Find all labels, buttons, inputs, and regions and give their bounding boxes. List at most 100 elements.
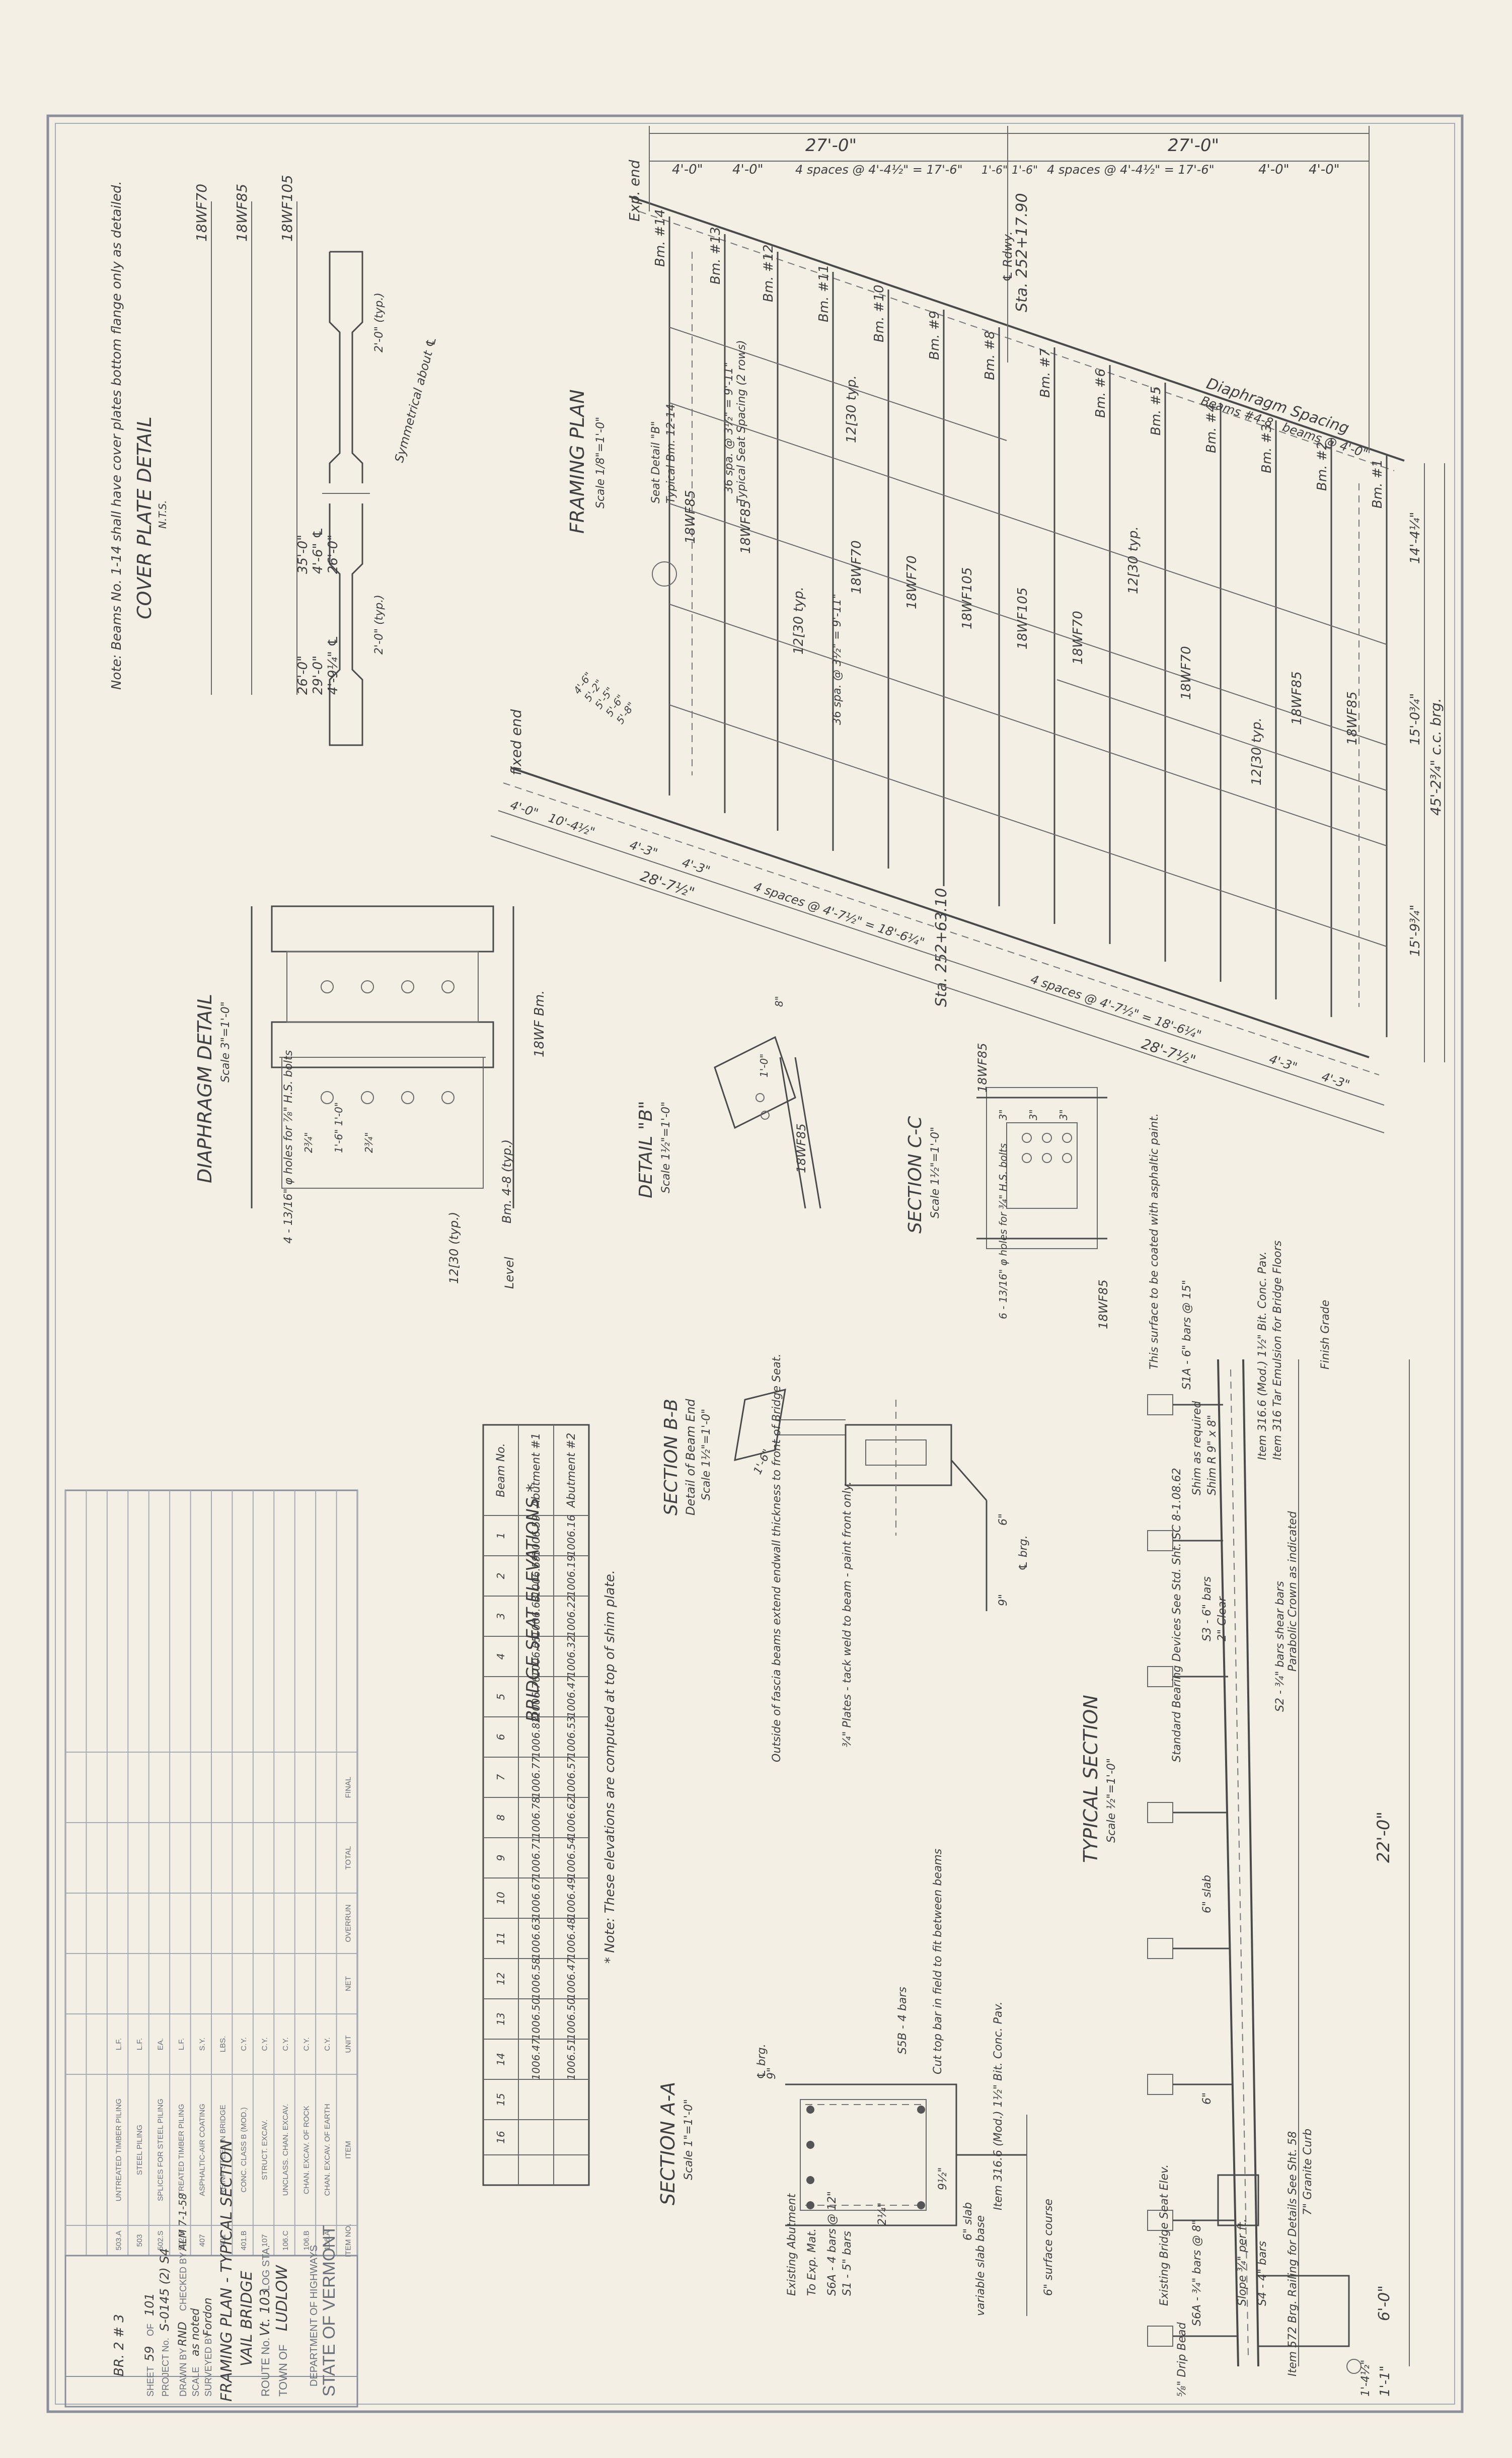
ts-label-6: Shim R 9" x 8" — [1206, 1415, 1219, 1495]
section-bb-note-2: Outside of fascia beams extend endwall t… — [771, 1354, 783, 1762]
qty-cell-6-0: 401 — [219, 2234, 228, 2247]
bridge-seat-cell-2-4: 1006.32 — [565, 1636, 577, 1678]
cover-row2-b: 29'-0" — [311, 656, 326, 695]
qty-cell-1-0: 106.A — [323, 2230, 332, 2250]
quantities-table: ITEM NO.ITEMUNITNETOVERRUNTOTALFINAL106.… — [64, 1489, 358, 2257]
detail-b-title: DETAIL "B" — [636, 1101, 656, 1198]
qty-cell-8-0: 502.B — [177, 2230, 186, 2250]
section-cc-dim-2: 3" — [1027, 1109, 1039, 1120]
dim-seg-4: 1'-6" — [981, 164, 1008, 177]
cover-row2-member: 18WF85 — [234, 184, 250, 242]
qty-cell-11-0: 503.A — [115, 2230, 123, 2250]
qty-cell-3-0: 106.C — [281, 2230, 290, 2251]
section-cc: 18WF85 18WF85 6 - 13/16" φ holes for ¾" … — [905, 1043, 1110, 1329]
section-bb: 1'-6" 9" 6" ℄ brg. ¾" Plates - tack weld… — [661, 1354, 1030, 1762]
beam-label-2: Bm. #2 — [1315, 442, 1330, 491]
right-dim-1: 14'-4¼" — [1408, 512, 1423, 564]
section-cc-label-1: 18WF85 — [975, 1043, 990, 1093]
qty-cell-9-1: SPLICES FOR STEEL PILING — [156, 2099, 165, 2201]
qty-cell-5-0: 401.B — [240, 2230, 248, 2250]
cover-row1-b: 26'-0" — [295, 656, 311, 695]
section-bb-scale: Scale 1½"=1'-0" — [700, 1409, 713, 1500]
ts-label-21: 1'-4½" — [1359, 2360, 1372, 2397]
qty-cell-7-2: S.Y. — [198, 2038, 206, 2051]
bridge-seat-cell-1-4: 1006.65 — [530, 1636, 542, 1678]
ts-label-14: Item 572 Brg. Railing for Details See Sh… — [1287, 2131, 1299, 2376]
section-aa: Item 316.6 (Mod.) 1½" Bit. Conc. Pav. 6"… — [657, 1849, 1055, 2316]
slab-top — [1217, 1359, 1239, 2367]
bridge-seat-cell-2-0: Abutment #2 — [565, 1433, 578, 1509]
seat-detail-note: Seat Detail "B" — [650, 421, 662, 503]
diaphragm-lines — [669, 327, 1387, 947]
qty-cell-8-2: L.F. — [177, 2038, 186, 2050]
member-label-1: 18WF85 — [1345, 691, 1360, 745]
tb-bridge: VAIL BRIDGE — [238, 2271, 256, 2366]
beam-label-14: Bm. #14 — [653, 209, 668, 267]
tb-log-label: LOG STA. — [261, 2245, 272, 2291]
section-cc-scale: Scale 1½"=1'-0" — [929, 1127, 942, 1218]
section-bb-dim-3: 6" — [997, 1513, 1010, 1526]
beam-label-7: Bm. #7 — [1038, 348, 1053, 398]
member-label-4: 18WF70 — [1071, 611, 1086, 665]
ts-label-19: 6" slab — [1201, 1875, 1214, 1913]
section-bb-brg: ℄ brg. — [1017, 1535, 1030, 1571]
dim-seg-6: 4 spaces @ 4'-4½" = 17'-6" — [1047, 163, 1215, 177]
bridge-seat-cell-0-13: 13 — [495, 2012, 507, 2025]
right-dim-overall: 45'-2¾" c.c. brg. — [1427, 698, 1444, 816]
bridge-seat-cell-1-3: 1006.63 — [530, 1596, 542, 1637]
aa-label-5: 2¼" — [876, 2203, 889, 2225]
tb-state: STATE OF VERMONT — [320, 2225, 339, 2397]
section-aa-scale: Scale 1"=1'-0" — [683, 2099, 695, 2180]
tb-sheet-label: SHEET — [145, 2366, 156, 2397]
tb-town: LUDLOW — [273, 2265, 291, 2331]
bridge-seat-cell-2-10: 1006.49 — [565, 1877, 577, 1919]
member-label-7: 18WF70 — [904, 555, 920, 609]
dim-overall-right: 27'-0" — [1168, 135, 1219, 156]
bridge-seat-cell-2-7: 1006.57 — [565, 1756, 577, 1798]
ts-label-0: Finish Grade — [1319, 1300, 1332, 1369]
tb-of: 101 — [142, 2293, 157, 2316]
tb-sheet: 59 — [142, 2346, 157, 2361]
bridge-seat-cell-0-7: 7 — [495, 1774, 507, 1780]
typical-dim-width: 22'-0" — [1374, 1812, 1394, 1863]
beam-label-8: Bm. #8 — [982, 331, 998, 380]
bridge-seat-cell-0-12: 12 — [495, 1972, 507, 1985]
tb-sheet-title: FRAMING PLAN - TYPICAL SECTION — [218, 2140, 236, 2402]
ts-label-11: Standard Bearing Devices See Std. Sht. S… — [1171, 1468, 1183, 1762]
bridge-seat-cell-1-7: 1006.77 — [530, 1756, 542, 1798]
bridge-seat-cell-0-5: 5 — [495, 1694, 507, 1700]
bridge-seat-cell-2-14: 1006.51 — [565, 2039, 577, 2080]
ts-label-8: 2" Clear — [1216, 1596, 1229, 1641]
dim-seg-5: 1'-6" — [1012, 164, 1038, 177]
detail-b-label-1: 18WF85 — [794, 1123, 808, 1173]
cover-plate-shape-bottom — [329, 503, 363, 746]
title-block: STATE OF VERMONT DEPARTMENT OF HIGHWAYS … — [64, 2140, 358, 2408]
bridge-seat-cell-2-2: 1006.19 — [565, 1555, 577, 1597]
tb-town-label: TOWN OF — [277, 2345, 289, 2397]
cover-plate-scale: N.T.S. — [157, 500, 169, 529]
quantities-grid — [65, 1490, 358, 2256]
right-dim-3: 15'-9¾" — [1408, 905, 1423, 957]
qty-cell-2-1: CHAN. EXCAV. OF ROCK — [302, 2106, 311, 2194]
typical-section-title: TYPICAL SECTION — [1080, 1695, 1102, 1863]
qty-cell-0-1: ITEM — [344, 2141, 352, 2159]
beam-label-12: Bm. #12 — [761, 244, 776, 302]
member-labels: 18WF85 18WF85 18WF70 18WF70 18WF105 18WF… — [683, 375, 1360, 785]
typical-section-labels: Finish Grade S1A - 6" bars @ 15" This su… — [1148, 1113, 1372, 2397]
fixed-end-label: fixed end — [508, 709, 524, 775]
sheet-border-inner — [55, 123, 1455, 2405]
right-dim-2: 15'-0¾" — [1408, 693, 1423, 745]
bridge-seat-cell-0-2: 2 — [495, 1573, 507, 1579]
beam-label-6: Bm. #6 — [1093, 369, 1108, 418]
qty-cell-6-2: LBS. — [219, 2036, 228, 2053]
bridge-seat-cell-0-15: 15 — [495, 2093, 507, 2106]
cover-row2-a: 4'-6" ℄ — [311, 527, 326, 574]
bridge-seat-title: BRIDGE SEAT ELEVATIONS * — [523, 1484, 543, 1722]
diaphragm-scale: Scale 3"=1'-0" — [219, 1001, 232, 1082]
aa-label-1: 6" slab — [962, 2202, 974, 2240]
exp-end-label: Exp. end — [626, 160, 643, 222]
detail-b-scale: Scale 1½"=1'-0" — [660, 1102, 672, 1193]
bridge-seat-cell-1-1: 1006.59 — [530, 1515, 542, 1557]
stud-spacing-note-1: 36 spa. @ 3½" = 9'-11" — [723, 362, 735, 493]
tb-department: DEPARTMENT OF HIGHWAYS — [309, 2245, 320, 2387]
